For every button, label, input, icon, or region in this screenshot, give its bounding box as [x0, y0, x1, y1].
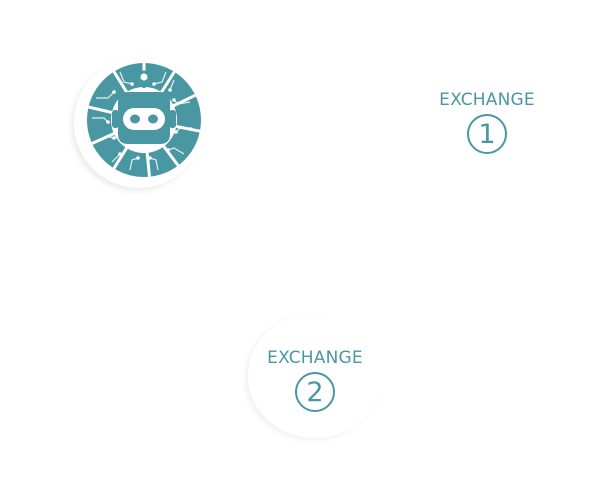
robot-node[interactable] — [74, 58, 204, 188]
exchange-2-label: EXCHANGE — [267, 348, 363, 368]
robot-circuit-icon — [87, 63, 201, 177]
exchange-2-node[interactable]: EXCHANGE 2 — [248, 314, 382, 438]
exchange-1-node[interactable]: EXCHANGE 1 — [434, 90, 540, 154]
exchange-1-number-badge: 1 — [467, 114, 507, 154]
exchange-1-label: EXCHANGE — [439, 90, 535, 110]
exchange-2-number-badge: 2 — [295, 372, 335, 412]
